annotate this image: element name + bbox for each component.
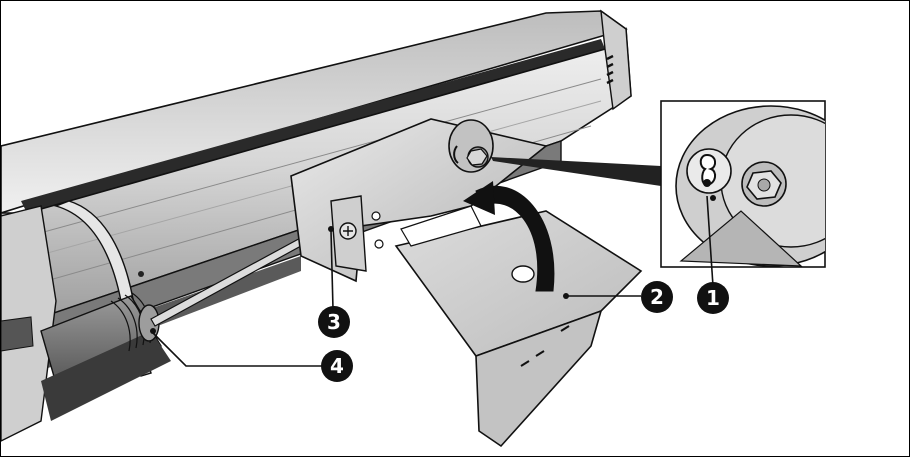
callout-4-label: 4 bbox=[330, 354, 344, 378]
callout-3-label: 3 bbox=[327, 310, 341, 334]
cable-end bbox=[1, 200, 332, 442]
leader-dot-4 bbox=[150, 328, 156, 334]
leader-line-1 bbox=[706, 195, 714, 287]
leader-line-3 bbox=[330, 230, 334, 310]
callout-2-label: 2 bbox=[650, 285, 664, 309]
callout-1-label: 1 bbox=[706, 286, 720, 310]
leader-dot-1 bbox=[710, 195, 716, 201]
leader-line-4 bbox=[150, 330, 323, 367]
mounting-bracket bbox=[290, 118, 643, 448]
rotation-arrow bbox=[463, 181, 555, 292]
leader-lines bbox=[150, 195, 714, 367]
leader-dot-3 bbox=[328, 226, 334, 232]
heater-body bbox=[1, 9, 632, 386]
callout-2: 2 bbox=[641, 281, 673, 313]
callout-4: 4 bbox=[321, 350, 353, 382]
detail-inset bbox=[660, 100, 826, 268]
callout-3: 3 bbox=[318, 306, 350, 338]
zoom-beam bbox=[491, 157, 661, 186]
leader-dot-2 bbox=[563, 293, 569, 299]
callout-1: 1 bbox=[697, 282, 729, 314]
